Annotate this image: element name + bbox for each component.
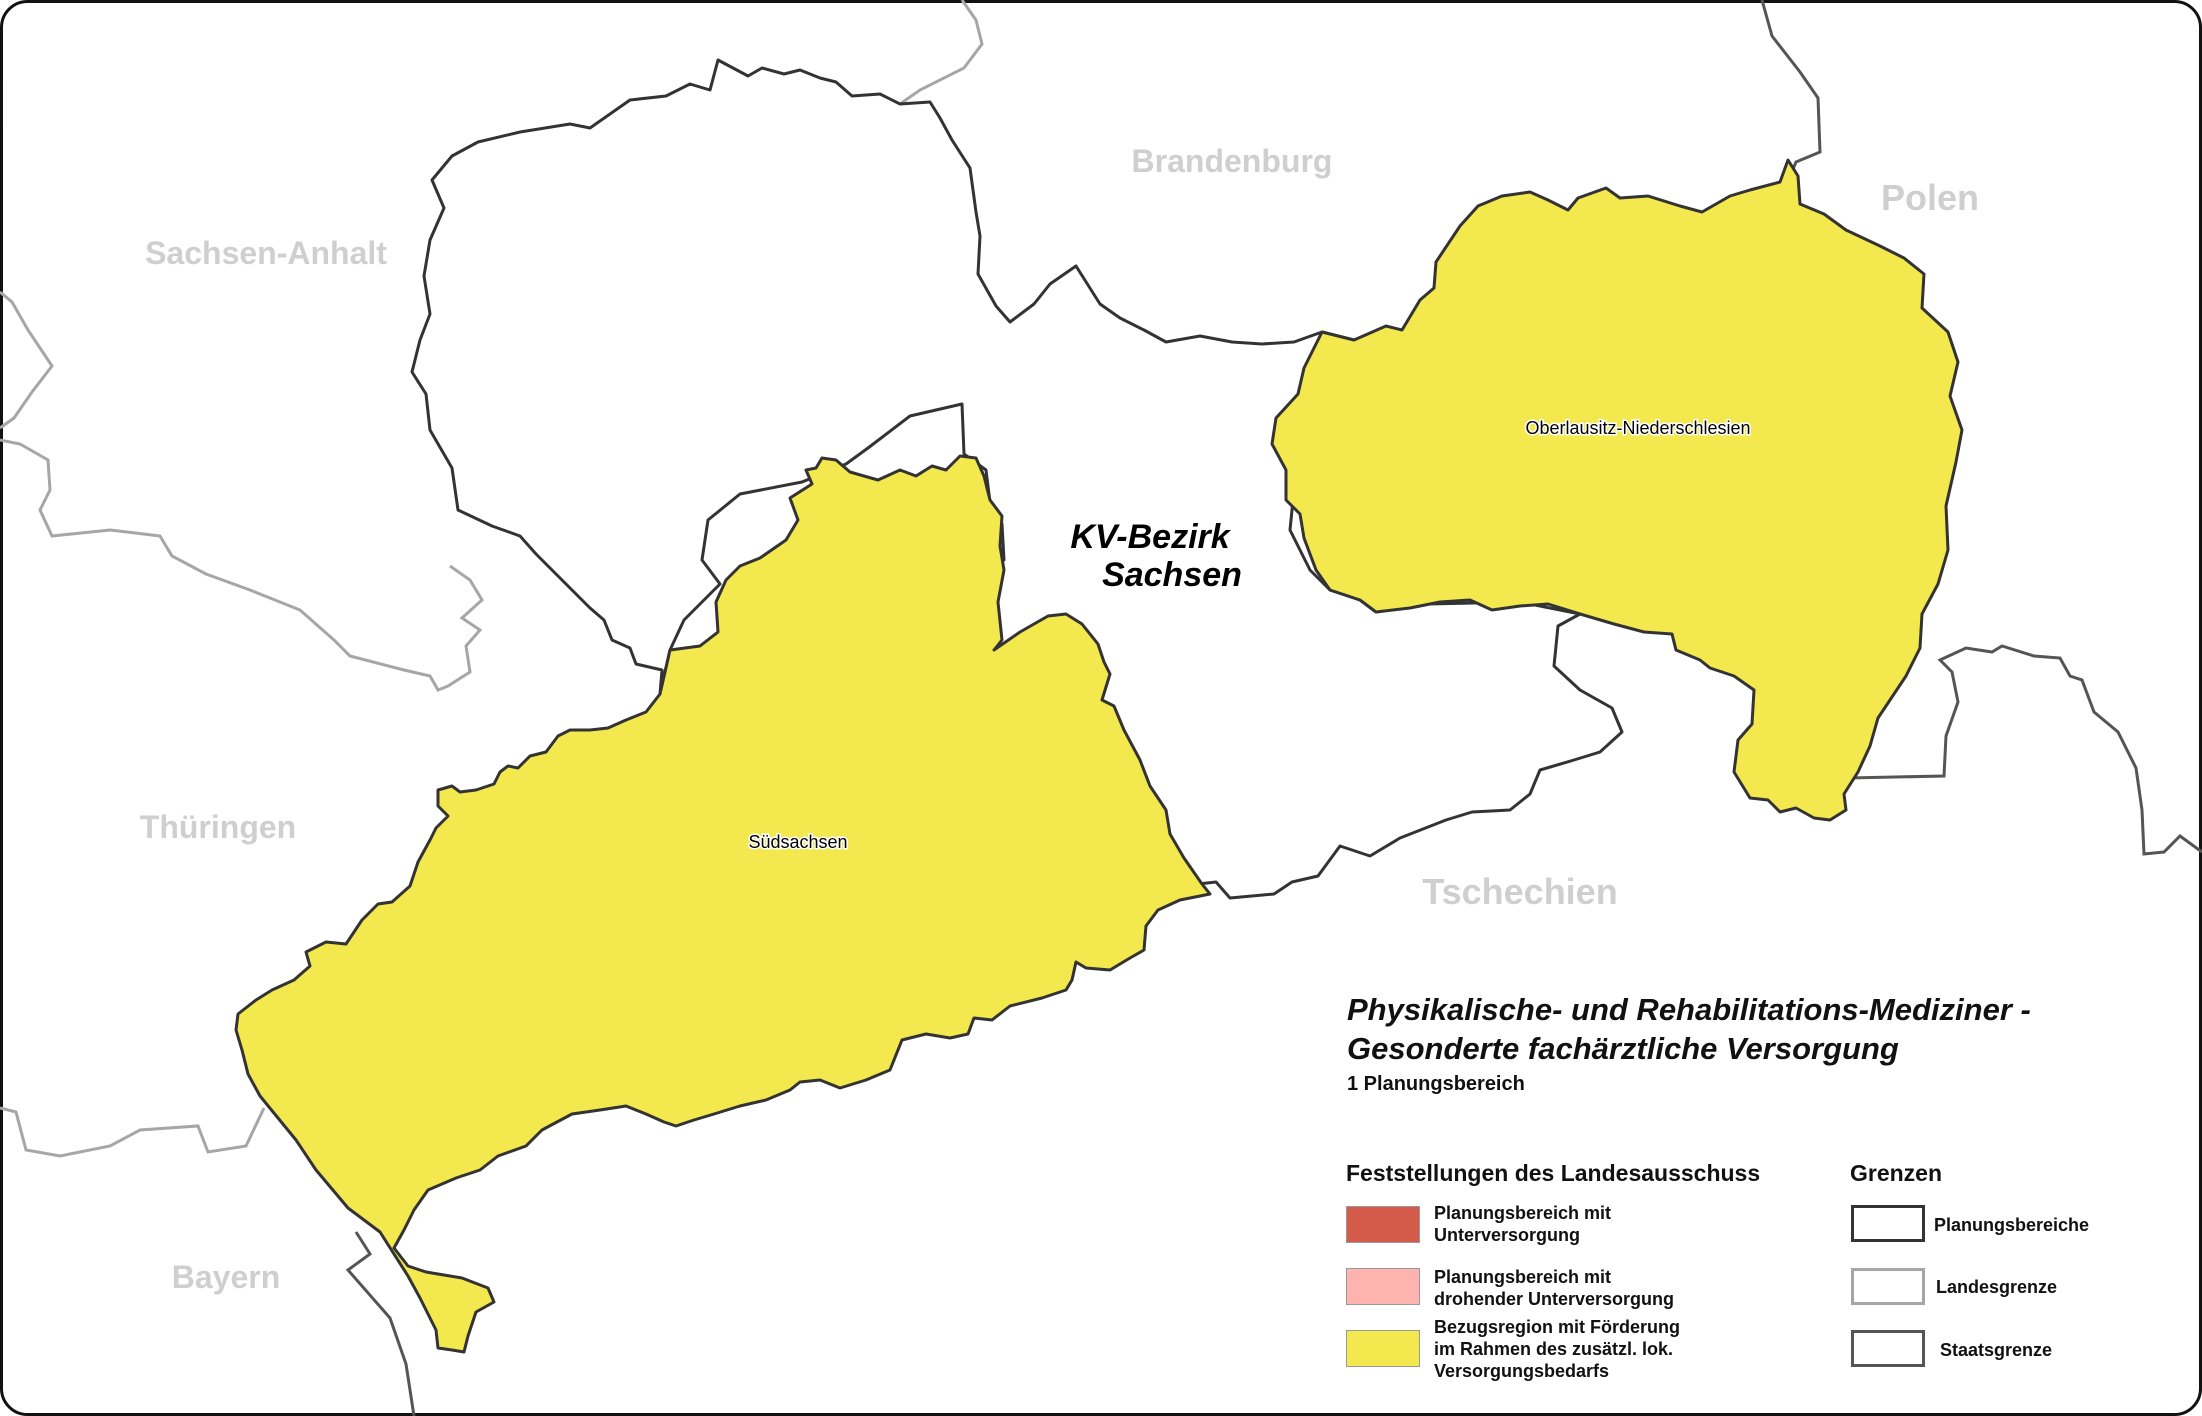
legend-label-staatsgrenze: Staatsgrenze [1940, 1340, 2053, 1360]
planning-region-suedsachsen[interactable] [234, 454, 1212, 1354]
state-border-brandenburg [899, 0, 984, 106]
legend-label-unterversorgung: Planungsbereich mit Unterversorgung [1434, 1203, 1612, 1245]
legend-title-line1: Physikalische- und Rehabilitations-Mediz… [1347, 992, 2031, 1027]
legend-label-drohende-unterversorgung: Planungsbereich mit drohender Unterverso… [1434, 1267, 1675, 1309]
legend-swatch-bezugsregion [1346, 1330, 1420, 1367]
legend-findings-heading: Feststellungen des Landesausschuss [1346, 1160, 1761, 1186]
kv-label-line2: Sachsen [1102, 556, 1242, 594]
legend-swatch-unterversorgung [1346, 1206, 1420, 1243]
legend-swatch-planungsbereiche [1851, 1205, 1925, 1242]
neighbor-label-tschechien: Tschechien [1422, 871, 1617, 912]
state-border-sachsen-anhalt [0, 290, 484, 692]
legend-swatch-landesgrenze [1851, 1268, 1925, 1305]
planning-region-oberlausitz-niederschlesien[interactable] [1270, 158, 1964, 822]
neighbor-label-polen: Polen [1881, 177, 1979, 218]
legend-label-bezugsregion: Bezugsregion mit Förderung im Rahmen des… [1434, 1317, 1681, 1381]
legend-swatch-drohende-unterversorgung [1346, 1268, 1420, 1305]
legend-title: Physikalische- und Rehabilitations-Mediz… [1347, 990, 2031, 1068]
neighbor-label-sachsen-anhalt: Sachsen-Anhalt [145, 235, 387, 271]
national-border-bayern [345, 1231, 416, 1416]
legend-title-line2: Gesonderte fachärztliche Versorgung [1347, 1031, 1899, 1066]
legend-label-landesgrenze: Landesgrenze [1936, 1277, 2058, 1297]
national-border-tschechien-east [1847, 644, 2202, 856]
kv-label-line1: KV-Bezirk [1070, 518, 1231, 556]
neighbor-label-bayern: Bayern [172, 1259, 281, 1295]
neighbor-label-thueringen: Thüringen [140, 809, 296, 845]
region-label-oberlausitz: Oberlausitz-Niederschlesien [1525, 418, 1750, 438]
region-label-suedsachsen: Südsachsen [748, 832, 847, 852]
neighbor-label-brandenburg: Brandenburg [1132, 143, 1333, 179]
legend-subtitle: 1 Planungsbereich [1347, 1073, 1525, 1095]
national-border-polen [1760, 0, 1822, 177]
legend-borders-heading: Grenzen [1850, 1160, 1943, 1186]
legend-swatch-staatsgrenze [1851, 1330, 1925, 1367]
state-border-thueringen-bayern [0, 1106, 266, 1158]
legend-label-planungsbereiche: Planungsbereiche [1934, 1215, 2090, 1235]
